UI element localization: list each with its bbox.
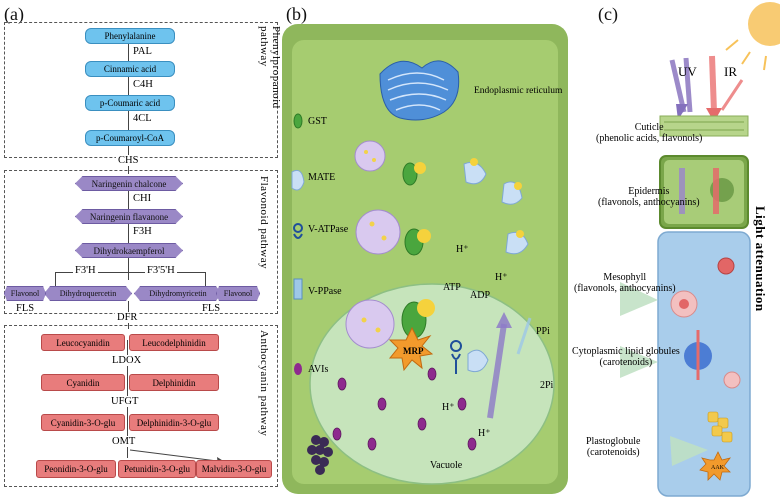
label-er: Endoplasmic reticulum <box>474 86 563 96</box>
enzyme-fls-left: FLS <box>16 303 35 314</box>
label-ir: IR <box>724 64 737 79</box>
panel-label-a: (a) <box>4 4 24 24</box>
label-aak: AAK <box>711 465 724 471</box>
node-dihydrokaempferol: Dihydrokaempferol <box>75 243 183 258</box>
enzyme-dfr: DFR <box>115 312 140 323</box>
legend-v-atpase: V-ATPase <box>308 224 349 235</box>
label-adp: ADP <box>470 290 491 301</box>
enzyme-4cl: 4CL <box>131 113 154 124</box>
panel-label-b: (b) <box>286 4 307 24</box>
leaf-illustration <box>620 2 780 497</box>
label-vacuole: Vacuole <box>430 460 463 471</box>
node-delphinidin: Delphinidin <box>129 374 219 391</box>
node-naringenin-flavanone: Naringenin flavanone <box>75 209 183 224</box>
flavonoid-side-label: Flavonoid pathway <box>258 176 270 270</box>
node-delphinidin-3-o-glu: Delphinidin-3-O-glu <box>129 414 219 431</box>
node-cyanidin-3-o-glu: Cyanidin-3-O-glu <box>41 414 125 431</box>
panel-label-c: (c) <box>598 4 618 24</box>
flavonoid-box <box>4 170 278 314</box>
cuticle-title: Cuticle <box>634 122 664 133</box>
cell-illustration <box>291 60 555 485</box>
node-flavonol-left: Flavonol <box>4 286 46 301</box>
mesophyll-detail: (flavonols, anthocyanins) <box>574 283 676 294</box>
phenylpropanoid-box <box>4 22 278 158</box>
label-atp: ATP <box>443 282 461 293</box>
phenylpropanoid-side-label: Phenylpropanoid pathway <box>258 26 282 109</box>
enzyme-f35h: F3'5'H <box>145 265 177 276</box>
label-h-2: H⁺ <box>495 272 508 283</box>
node-leucodelphinidin: Leucodelphinidin <box>129 334 219 351</box>
node-naringenin-chalcone: Naringenin chalcone <box>75 176 183 191</box>
enzyme-chs: CHS <box>116 155 141 166</box>
node-malvidin-3-o-glu: Malvidin-3-O-glu <box>196 460 272 478</box>
legend-avis: AVIs <box>308 364 329 375</box>
plasto-detail: (carotenoids) <box>586 447 640 458</box>
node-p-coumaroyl-coa: p-Coumaroyl-CoA <box>85 130 175 146</box>
enzyme-f3h: F3H <box>131 226 154 237</box>
enzyme-f3h-prime: F3'H <box>73 265 98 276</box>
legend-gst: GST <box>308 116 327 127</box>
node-leucocyanidin: Leucocyanidin <box>41 334 125 351</box>
enzyme-omt: OMT <box>110 436 138 447</box>
mesophyll-title: Mesophyll <box>603 272 647 283</box>
label-cuticle: Cuticle (phenolic acids, flavonols) <box>596 122 702 144</box>
label-2pi: 2Pi <box>540 380 554 391</box>
anthocyanin-side-label: Anthocyanin pathway <box>258 330 270 437</box>
label-epidermis: Epidermis (flavonols, anthocyanins) <box>598 186 700 208</box>
legend-v-ppase: V-PPase <box>308 286 342 297</box>
label-h-1: H⁺ <box>456 244 469 255</box>
node-peonidin-3-o-glu: Peonidin-3-O-glu <box>36 460 116 478</box>
label-light-attenuation: Light attenuation <box>753 206 768 312</box>
label-ppi: PPi <box>536 326 550 337</box>
lipid-title: Cytoplasmic lipid globules <box>572 346 680 357</box>
enzyme-ufgt: UFGT <box>109 396 141 407</box>
plasto-title: Plastoglobule <box>586 436 641 447</box>
epidermis-title: Epidermis <box>628 186 670 197</box>
node-phenylalanine: Phenylalanine <box>85 28 175 44</box>
enzyme-ldox: LDOX <box>110 355 144 366</box>
label-h-3: H⁺ <box>442 402 455 413</box>
label-uv: UV <box>678 64 697 79</box>
enzyme-pal: PAL <box>131 46 154 57</box>
label-h-4: H⁺ <box>478 428 491 439</box>
label-lipid-globules: Cytoplasmic lipid globules (carotenoids) <box>572 346 680 368</box>
node-flavonol-right: Flavonol <box>216 286 260 301</box>
label-mesophyll: Mesophyll (flavonols, anthocyanins) <box>574 272 676 294</box>
node-petunidin-3-o-glu: Petunidin-3-O-glu <box>118 460 196 478</box>
legend-mate: MATE <box>308 172 336 183</box>
enzyme-c4h: C4H <box>131 79 155 90</box>
label-plastoglobule: Plastoglobule (carotenoids) <box>586 436 640 458</box>
omt-arrow <box>129 449 226 465</box>
node-cinnamic-acid: Cinnamic acid <box>85 61 175 77</box>
lipid-detail: (carotenoids) <box>599 357 653 368</box>
cuticle-detail: (phenolic acids, flavonols) <box>596 133 703 144</box>
enzyme-chi: CHI <box>131 193 154 204</box>
epidermis-detail: (flavonols, anthocyanins) <box>598 197 700 208</box>
label-mrp: MRP <box>403 346 424 356</box>
enzyme-fls-right: FLS <box>202 303 221 314</box>
node-p-coumaric-acid: p-Coumaric acid <box>85 95 175 111</box>
node-cyanidin: Cyanidin <box>41 374 125 391</box>
anthocyanin-box <box>4 325 278 487</box>
